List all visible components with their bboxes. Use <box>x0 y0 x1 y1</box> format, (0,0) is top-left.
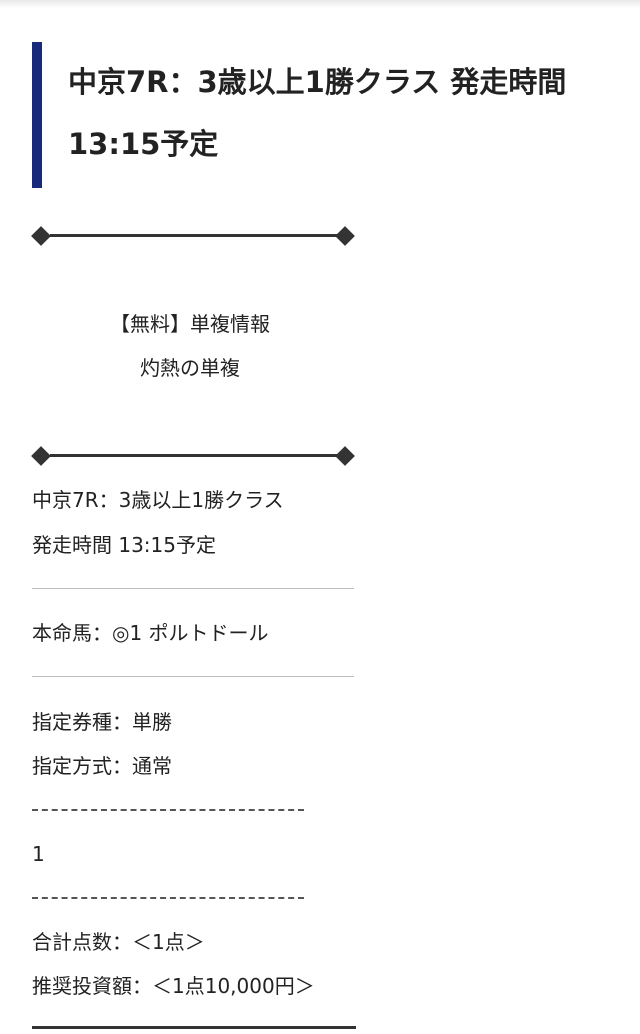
free-info-label: 【無料】単複情報 <box>110 312 270 336</box>
race-start-time: 発走時間 13:15予定 <box>32 533 216 557</box>
section-rule <box>32 676 354 677</box>
closing-rule <box>32 1026 356 1029</box>
race-heading: 中京7R：3歳以上1勝クラス 発走時間 13:15予定 <box>32 42 622 188</box>
bet-type: 指定券種：単勝 <box>32 710 172 734</box>
diamond-icon <box>31 226 51 246</box>
divider-bar <box>50 234 338 237</box>
divider-bar <box>50 454 338 457</box>
pick-numbers: 1 <box>32 842 45 866</box>
diamond-icon <box>335 446 355 466</box>
bet-method: 指定方式：通常 <box>32 754 172 778</box>
section-rule <box>32 588 354 589</box>
top-edge-shadow <box>0 0 640 8</box>
race-name: 中京7R：3歳以上1勝クラス <box>32 488 284 512</box>
heading-title: 中京7R：3歳以上1勝クラス 発走時間 <box>68 65 567 99</box>
diamond-icon <box>31 446 51 466</box>
diamond-icon <box>335 226 355 246</box>
dashed-rule <box>32 897 304 899</box>
favorite-horse: 本命馬：◎1 ポルトドール <box>32 621 269 645</box>
diamond-divider-top <box>31 226 356 246</box>
dashed-rule <box>32 809 304 811</box>
service-name: 灼熱の単複 <box>140 356 240 380</box>
diamond-divider-bottom <box>31 446 356 466</box>
recommended-amount: 推奨投資額：＜1点10,000円＞ <box>32 974 315 998</box>
heading-start-time: 13:15予定 <box>68 127 219 161</box>
total-points: 合計点数：＜1点＞ <box>32 930 205 954</box>
